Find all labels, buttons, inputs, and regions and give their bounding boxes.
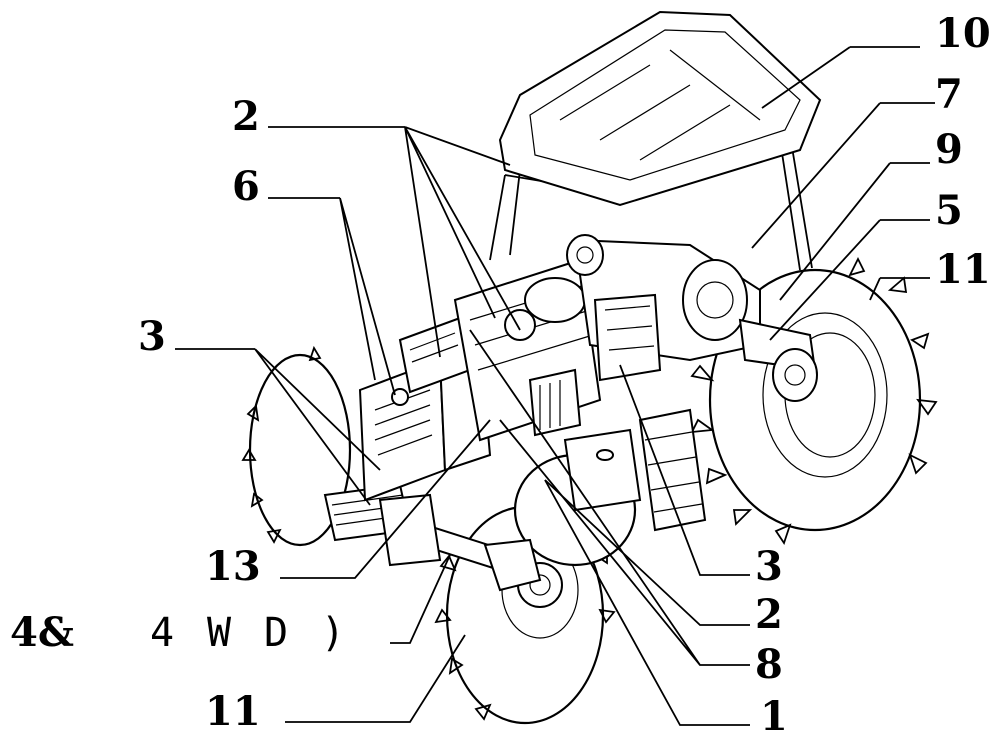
callout-5: 5 bbox=[935, 187, 963, 234]
callout-labels: 10 7 9 5 11 2 6 3 13 3 2 8 11 1 bbox=[138, 10, 991, 740]
callout-3-right: 3 bbox=[755, 543, 783, 590]
tractor-illustration bbox=[241, 10, 938, 725]
callout-9: 9 bbox=[935, 126, 963, 173]
radiator-assembly bbox=[358, 316, 492, 502]
callout-8: 8 bbox=[755, 641, 783, 688]
front-weights bbox=[323, 483, 442, 567]
callout-11-bottom: 11 bbox=[205, 688, 261, 735]
footnote-prefix: 4& bbox=[10, 609, 74, 656]
fuel-tank bbox=[563, 428, 642, 512]
gearbox bbox=[593, 293, 662, 382]
callout-13: 13 bbox=[205, 543, 261, 590]
footnote-text: 4 W D ) bbox=[150, 610, 345, 656]
steps bbox=[638, 408, 707, 532]
callout-10: 10 bbox=[935, 10, 991, 57]
callout-2-top: 2 bbox=[232, 93, 260, 140]
leader-lines bbox=[175, 46, 935, 726]
cab-roof bbox=[498, 10, 822, 207]
engine-block bbox=[453, 258, 602, 442]
callout-3-left: 3 bbox=[138, 313, 166, 360]
callout-2-right: 2 bbox=[755, 591, 783, 638]
footnote: 4& 4 W D ) bbox=[10, 609, 345, 656]
callout-6: 6 bbox=[232, 163, 260, 210]
callout-1: 1 bbox=[760, 693, 788, 740]
callout-7: 7 bbox=[935, 71, 963, 118]
callout-11-right: 11 bbox=[935, 246, 991, 293]
